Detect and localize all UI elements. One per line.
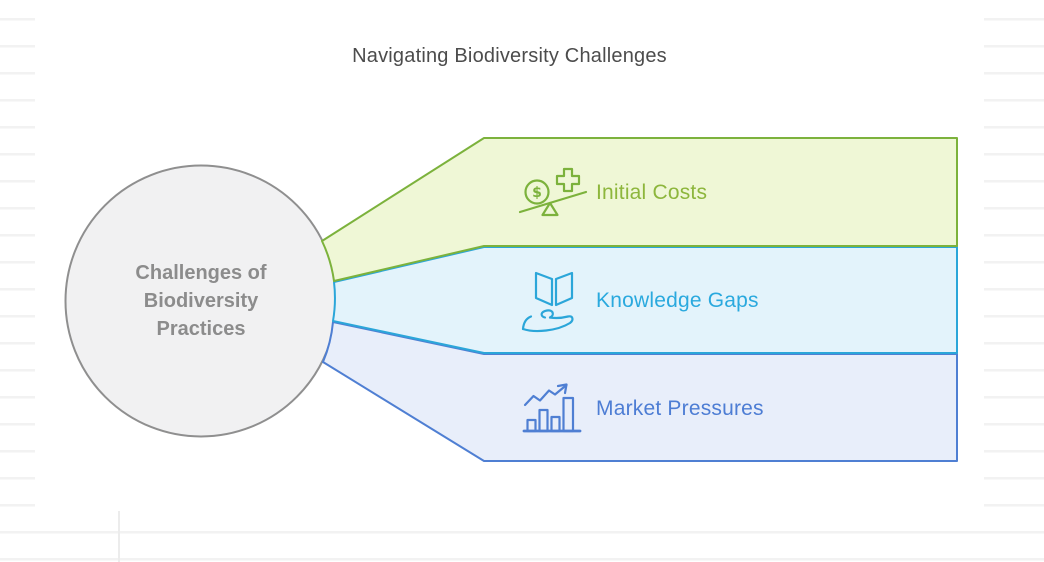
center-node-label-line: Challenges of [135, 262, 267, 284]
book-left-page [534, 271, 554, 307]
center-node-label: Challenges of Biodiversity Practices [91, 259, 311, 343]
chart-bar [538, 408, 549, 433]
branch-label-knowledge-gaps: Knowledge Gaps [596, 289, 759, 312]
hand-palm [521, 315, 574, 333]
trend-zigzag [523, 383, 568, 407]
chart-bar [526, 418, 537, 433]
coin-circle [524, 179, 550, 205]
center-node-label-line: Biodiversity [143, 290, 259, 312]
background-grid-vline [118, 511, 120, 562]
branch-band-initial-costs[interactable] [321, 137, 958, 282]
balance-scale-icon: $ [518, 167, 588, 217]
branch-band-knowledge-gaps[interactable] [332, 246, 958, 354]
plus-cross [555, 167, 581, 193]
page-title: Navigating Biodiversity Challenges [352, 45, 667, 67]
branch-label-initial-costs: Initial Costs [596, 181, 708, 204]
chart-bar [562, 396, 575, 433]
hand-thumb [540, 309, 554, 319]
scale-plank [518, 190, 588, 214]
dollar-glyph: $ [532, 185, 542, 201]
trend-arrowhead [556, 383, 568, 395]
book-right-page [554, 271, 574, 307]
branch-band-market-pressures[interactable] [322, 321, 958, 462]
hand-wrist [521, 315, 533, 331]
branch-label-market-pressures: Market Pressures [596, 397, 764, 420]
scale-fulcrum [541, 201, 559, 217]
open-book-hand-icon [521, 271, 574, 333]
chart-bar [550, 415, 561, 433]
bar-chart-growth-icon [522, 383, 582, 433]
center-node-label-line: Practices [156, 318, 246, 340]
